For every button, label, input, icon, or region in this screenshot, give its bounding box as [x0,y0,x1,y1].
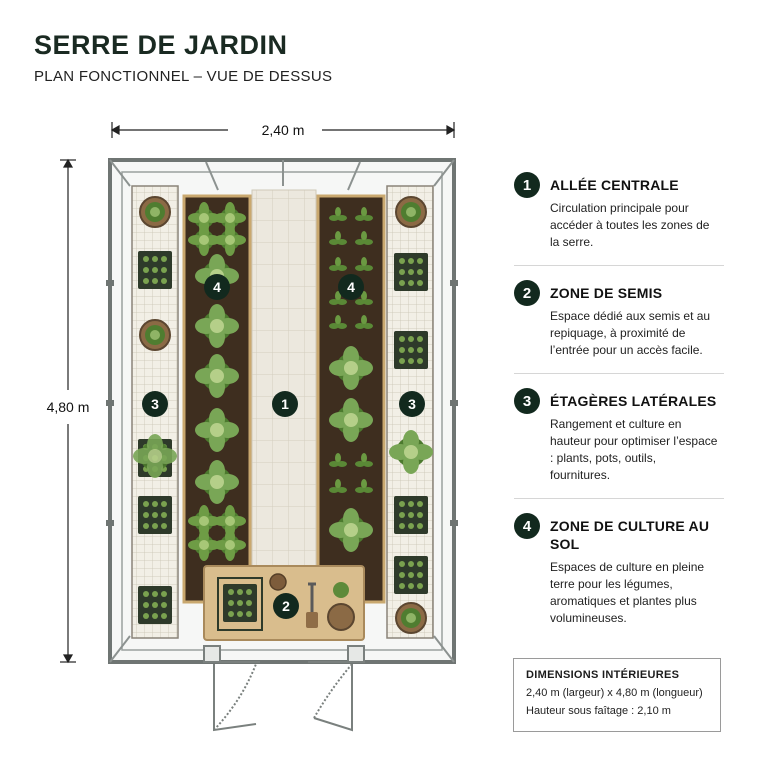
legend-badge: 4 [514,513,540,539]
legend-description: Espace dédié aux semis et au repiquage, … [550,309,711,357]
marker-4-right: 4 [338,274,364,300]
greenhouse-plan: 2,40 m 4,80 m [47,122,458,732]
entrance-doors [203,645,365,732]
left-soil-bed [182,194,252,604]
legend-title: ÉTAGÈRES LATÉRALES [550,393,717,409]
interior-dimensions-height: Hauteur sous faîtage : 2,10 m [526,705,671,717]
length-dimension [60,158,76,664]
right-soil-bed [316,194,386,604]
svg-text:1: 1 [281,396,289,412]
width-label: 2,40 m [262,122,305,138]
legend-description: Circulation principale pour accéder à to… [550,201,710,249]
legend-item-ground-culture: 4 ZONE DE CULTURE AU SOL Espaces de cult… [514,498,724,627]
legend-badge: 1 [514,172,540,198]
svg-text:2: 2 [282,598,290,614]
svg-text:3: 3 [151,396,159,412]
marker-2: 2 [273,593,299,619]
legend-item-central-aisle: 1 ALLÉE CENTRALE Circulation principale … [514,172,724,251]
svg-text:4: 4 [213,279,221,295]
svg-text:4: 4 [347,279,355,295]
page-title: SERRE DE JARDIN [34,30,288,60]
legend-item-side-shelves: 3 ÉTAGÈRES LATÉRALES Rangement et cultur… [514,373,724,484]
legend-badge: 2 [514,280,540,306]
legend-item-seedling-zone: 2 ZONE DE SEMIS Espace dédié aux semis e… [514,265,724,359]
svg-text:3: 3 [408,396,416,412]
marker-4-left: 4 [204,274,230,300]
interior-dimensions-size: 2,40 m (largeur) x 4,80 m (longueur) [526,687,703,699]
marker-1: 1 [272,391,298,417]
marker-3-left: 3 [142,391,168,417]
legend-title: ZONE DE CULTURE AU SOL [550,518,710,552]
interior-dimensions-box: DIMENSIONS INTÉRIEURES 2,40 m (largeur) … [513,658,721,732]
width-dimension [110,122,456,138]
legend-description: Rangement et culture en hauteur pour opt… [550,417,718,482]
interior-dimensions-title: DIMENSIONS INTÉRIEURES [526,669,680,681]
page-subtitle: PLAN FONCTIONNEL – VUE DE DESSUS [34,68,333,85]
central-aisle [251,189,317,567]
marker-3-right: 3 [399,391,425,417]
legend-title: ZONE DE SEMIS [550,285,663,301]
legend-description: Espaces de culture en pleine terre pour … [550,560,705,625]
legend-badge: 3 [514,388,540,414]
legend-title: ALLÉE CENTRALE [550,177,679,193]
legend: 1 ALLÉE CENTRALE Circulation principale … [514,172,724,627]
length-label: 4,80 m [47,399,90,415]
